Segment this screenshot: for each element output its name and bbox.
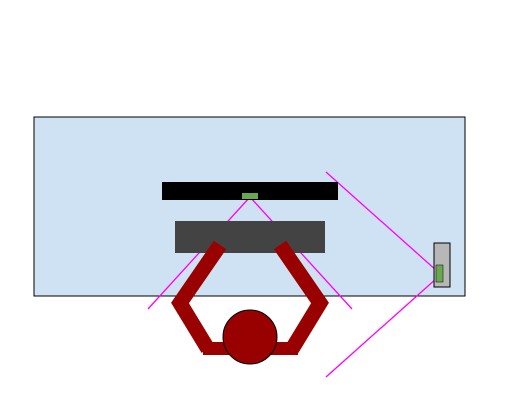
side-fov-upper-line	[325, 171, 438, 272]
monitor	[162, 182, 338, 200]
keyboard	[175, 221, 325, 253]
desk	[33, 116, 466, 297]
webcam	[242, 193, 258, 199]
side-fov-lower-line	[325, 277, 438, 378]
person-right-arm	[273, 240, 329, 353]
side-camera	[435, 264, 444, 283]
side-camera-field-of-view	[325, 171, 438, 378]
person-head	[222, 309, 278, 365]
person	[171, 240, 329, 365]
person-left-arm	[171, 240, 227, 353]
